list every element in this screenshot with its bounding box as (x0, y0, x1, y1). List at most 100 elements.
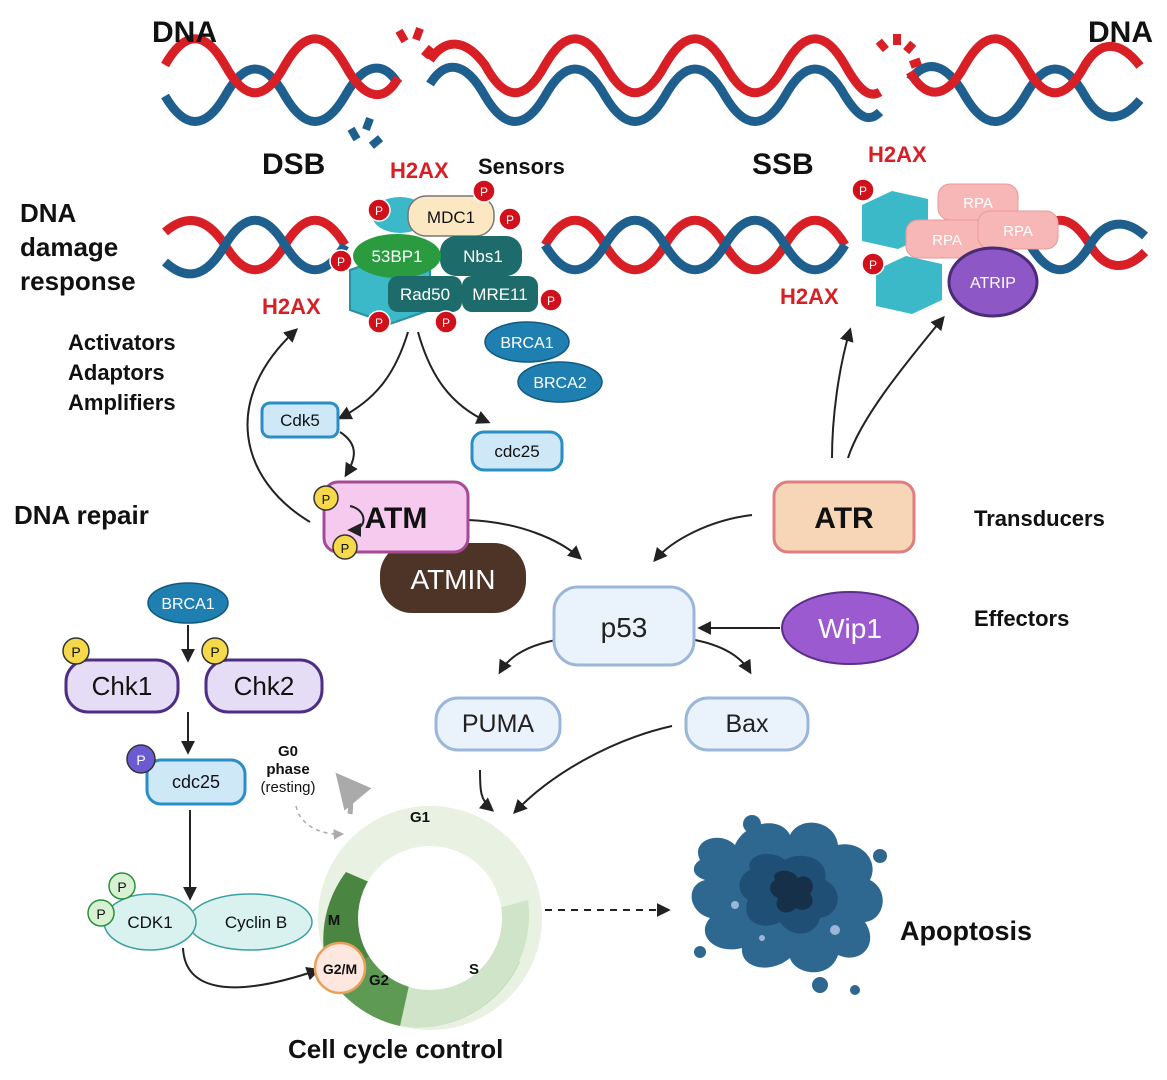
svg-text:P: P (337, 255, 345, 269)
svg-text:P: P (375, 204, 383, 218)
svg-text:RPA: RPA (932, 232, 962, 249)
svg-text:p53: p53 (601, 612, 648, 643)
top-strand-blue-mid (426, 62, 884, 126)
transducers-label: Transducers (974, 506, 1105, 531)
top-strand-blue-left (161, 63, 402, 126)
arrow-p53-to-puma (498, 639, 557, 675)
cell-cycle-ring: G1 S G2 M G2/M (313, 806, 542, 1030)
amplifiers-label: Amplifiers (68, 390, 176, 415)
svg-text:PUMA: PUMA (462, 710, 535, 738)
dsb-label: DSB (262, 148, 325, 181)
svg-text:P: P (480, 185, 488, 199)
apoptosis-label: Apoptosis (900, 916, 1032, 946)
mre11-node: MRE11 (462, 276, 538, 312)
phospho-badge: P (367, 198, 391, 222)
arrow-atr-to-h2ax (831, 327, 854, 459)
svg-text:P: P (210, 644, 219, 660)
brca2-node: BRCA2 (517, 361, 603, 403)
h2ax-label-top-right: H2AX (868, 142, 927, 167)
atrip-node: ATRIP (947, 246, 1039, 318)
ssb-label: SSB (752, 148, 814, 181)
bax-node: Bax (684, 696, 810, 752)
cdc25-top-node: cdc25 (470, 430, 564, 472)
arrow-atm-to-p53 (467, 519, 583, 560)
m-label: M (328, 912, 341, 929)
svg-text:ATM: ATM (365, 502, 428, 535)
svg-text:P: P (322, 492, 331, 507)
arrow-bax-to-cycle (513, 725, 673, 815)
svg-text:Chk1: Chk1 (92, 671, 153, 701)
activators-label: Activators (68, 330, 176, 355)
phospho-badge: P (108, 872, 136, 900)
svg-text:ATMIN: ATMIN (410, 564, 495, 595)
top-strand-blue-right (906, 62, 1144, 126)
ddr-label-line1: DNA (20, 198, 77, 228)
svg-text:MRE11: MRE11 (472, 285, 527, 304)
adaptors-label: Adaptors (68, 360, 165, 385)
h2ax-label-top-left: H2AX (390, 158, 449, 183)
arrows (181, 315, 945, 989)
brca1-top-node: BRCA1 (484, 321, 570, 363)
h2ax-label-right: H2AX (780, 284, 839, 309)
top-dna-helix (161, 26, 1144, 149)
ssb-complex: RPA RPA RPA ATRIP P P (851, 178, 1059, 318)
rpa-node-3: RPA (977, 210, 1059, 250)
arrow-complex-to-cdk5 (337, 331, 409, 420)
svg-text:cdc25: cdc25 (172, 772, 220, 792)
svg-text:53BP1: 53BP1 (371, 247, 422, 266)
svg-text:cdc25: cdc25 (494, 442, 539, 461)
cdk1-node: CDK1 (103, 893, 197, 951)
svg-text:RPA: RPA (1003, 223, 1033, 240)
phospho-red-group-left: P P P P P P P (329, 179, 563, 334)
phospho-badge: P (498, 207, 522, 231)
ssb-gap (875, 34, 923, 69)
arrow-puma-to-cycle (478, 769, 495, 812)
svg-text:Bax: Bax (725, 710, 769, 738)
svg-text:RPA: RPA (963, 195, 993, 212)
cell-cycle-control-label: Cell cycle control (288, 1034, 503, 1064)
svg-text:P: P (506, 213, 514, 227)
dna-label-left: DNA (152, 16, 217, 49)
g2m-badge: G2/M (313, 941, 367, 995)
top-strand-red-left (161, 34, 402, 99)
phospho-badge: P (472, 179, 496, 203)
ddr-label-line3: response (20, 266, 136, 296)
wip1-node: Wip1 (781, 591, 919, 665)
nbs1-node: Nbs1 (440, 236, 522, 276)
svg-text:ATRIP: ATRIP (970, 275, 1016, 292)
atm-autophospho-loop (347, 505, 365, 537)
chk1-node: Chk1 (64, 658, 180, 714)
g2-label: G2 (369, 972, 389, 989)
mdc1-node: MDC1 (407, 195, 495, 237)
chk2-node: Chk2 (204, 658, 324, 714)
phospho-badge: P (313, 485, 339, 511)
s-label: S (469, 961, 479, 978)
svg-text:P: P (117, 879, 126, 895)
53bp1-node: 53BP1 (353, 234, 441, 278)
arrow-atm-to-h2ax (246, 328, 311, 523)
cyclin-b-node: Cyclin B (187, 893, 313, 951)
svg-text:P: P (375, 316, 383, 330)
cdc25-left-node: cdc25 (145, 758, 247, 806)
sensors-label: Sensors (478, 154, 565, 179)
arrow-p53-to-bax (694, 639, 752, 675)
svg-text:G2/M: G2/M (323, 961, 357, 977)
svg-text:P: P (341, 541, 350, 556)
h2ax-label-left: H2AX (262, 294, 321, 319)
svg-text:Chk2: Chk2 (234, 671, 295, 701)
svg-text:Nbs1: Nbs1 (463, 247, 503, 266)
svg-text:P: P (547, 294, 555, 308)
arrow-atr-to-p53 (653, 514, 753, 563)
ddr-label-line2: damage (20, 232, 118, 262)
apoptotic-cell-illustration (691, 815, 887, 995)
svg-text:P: P (136, 752, 145, 768)
arrow-g0-dashed (295, 805, 345, 840)
g0-label-line2: phase (266, 761, 309, 778)
arrow-cdk5-to-atm (339, 431, 358, 478)
p53-node: p53 (552, 585, 696, 667)
phospho-badge: P (332, 534, 358, 560)
svg-text:P: P (442, 316, 450, 330)
svg-text:Cdk5: Cdk5 (280, 411, 320, 430)
arrow-g0-grey (335, 772, 372, 815)
